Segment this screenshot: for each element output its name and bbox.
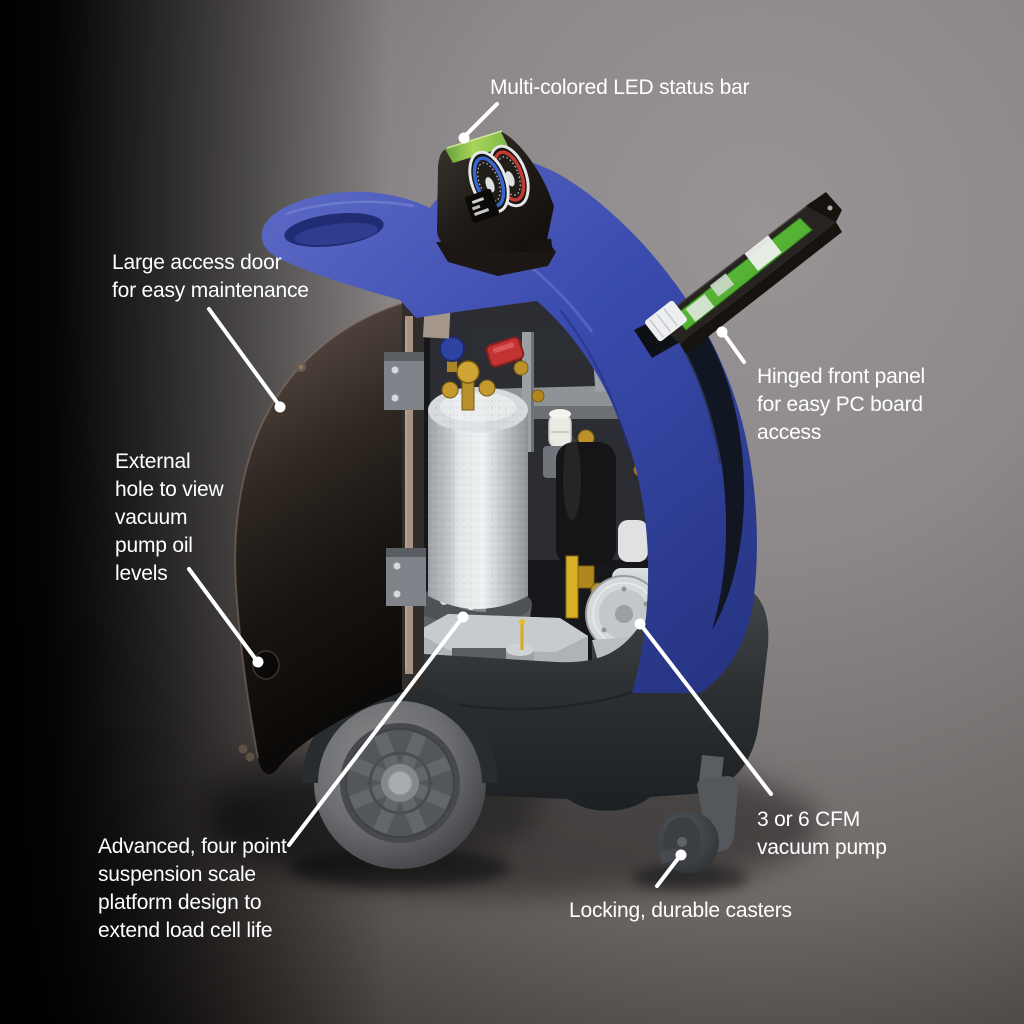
wheel [302, 685, 498, 869]
yellow-valve [565, 555, 579, 619]
panel-wire-connector [645, 300, 687, 342]
blue-body [261, 162, 757, 693]
leader-lines [187, 102, 773, 888]
panel-tab [529, 238, 553, 254]
leader-dot-hinged-panel [716, 326, 728, 338]
side-window [660, 310, 745, 630]
leader-dot-casters [675, 849, 687, 861]
hinge-block-top [384, 352, 424, 410]
callout-access-door: Large access door for easy maintenance [112, 251, 309, 302]
leader-line-door [207, 307, 281, 407]
valve-manifold [439, 336, 545, 411]
brass-fitting [478, 379, 496, 397]
panel-display [464, 188, 500, 224]
brass-fitting [513, 360, 529, 376]
leader-line-scale [287, 616, 464, 847]
callout-vacuum-pump: 3 or 6 CFM vacuum pump [757, 808, 887, 859]
pcb-panel [634, 192, 842, 358]
leader-line-hole [187, 567, 259, 663]
wheel-spokes [349, 732, 451, 834]
frame-strut-shade [531, 332, 534, 452]
control-panel [436, 130, 556, 276]
callout-hinged-panel: Hinged front panel for easy PC board acc… [757, 365, 926, 444]
leader-dot-scale [457, 611, 469, 623]
callout-scale-platform: Advanced, four point suspension scale pl… [98, 835, 287, 942]
white-canister [618, 520, 648, 562]
callout-casters: Locking, durable casters [569, 899, 792, 922]
hub-cap [387, 770, 413, 796]
leader-line-hinged-panel [722, 332, 746, 364]
hinge-block-bottom [386, 548, 426, 606]
leader-dot-hole [252, 656, 264, 668]
leader-dot-door [274, 401, 286, 413]
caster [657, 754, 739, 873]
panel-end-cap [806, 192, 842, 222]
brake-tab [658, 848, 680, 864]
leader-line-casters [655, 854, 682, 888]
door-screw [245, 752, 255, 762]
pcb-connector [685, 294, 715, 322]
brass-fitting [531, 389, 545, 403]
callout-led-status-bar: Multi-colored LED status bar [490, 76, 750, 99]
door-hinge [384, 297, 452, 690]
leader-dot-led [458, 132, 470, 144]
pcb-connector [744, 235, 782, 271]
red-valve-knob [485, 336, 525, 368]
leader-dots [252, 132, 728, 861]
pcb-connector [709, 273, 735, 297]
filter-drier [556, 429, 616, 589]
blue-cap-stem [447, 358, 457, 372]
leader-line-pump [639, 623, 773, 796]
blue-port-cap [439, 336, 465, 362]
brass-fitting [441, 381, 459, 399]
machine [234, 130, 842, 873]
callout-oil-view-hole: External hole to view vacuum pump oil le… [115, 450, 224, 585]
leader-line-led [462, 102, 499, 139]
leader-dot-pump [634, 618, 646, 630]
door-screw [238, 744, 248, 754]
led-status-bar [445, 130, 508, 163]
access-door [234, 295, 431, 775]
brass-fitting [456, 360, 480, 384]
refrigerant-tank [428, 387, 528, 612]
hinge-strip [405, 316, 413, 674]
